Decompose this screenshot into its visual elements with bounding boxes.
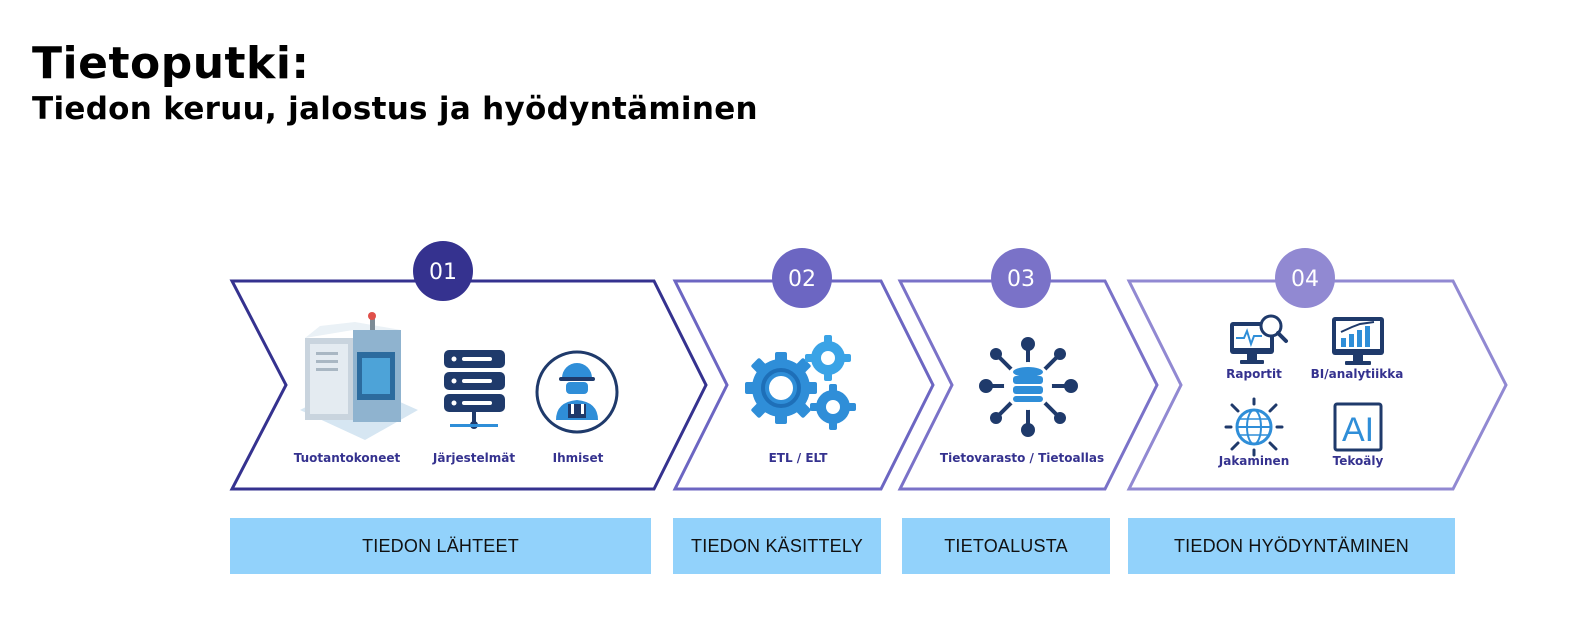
item-label-jakaminen: Jakaminen [1218, 454, 1289, 468]
database-network-icon [979, 337, 1078, 437]
item-label-etl: ETL / ELT [769, 451, 829, 465]
item-label-tekoaly: Tekoäly [1333, 454, 1384, 468]
item-label-tietovarasto: Tietovarasto / Tietoallas [940, 451, 1104, 465]
globe-share-icon [1224, 397, 1284, 457]
stage-4-label: TIEDON HYÖDYNTÄMINEN [1128, 518, 1455, 574]
ai-icon: AI [1333, 402, 1383, 452]
stage-4-chevron [1126, 279, 1508, 491]
svg-text:AI: AI [1342, 411, 1374, 449]
stage-1-label: TIEDON LÄHTEET [230, 518, 651, 574]
analytics-monitor-icon [1332, 317, 1384, 365]
page-title: Tietoputki: [32, 38, 310, 89]
item-label-ihmiset: Ihmiset [553, 451, 604, 465]
server-icon [444, 350, 505, 429]
stage-4-number: 04 [1291, 267, 1319, 292]
stage-2-number: 02 [788, 267, 816, 292]
item-label-raportit: Raportit [1226, 367, 1282, 381]
gears-icon [745, 335, 856, 430]
item-label-bi: BI/analytiikka [1311, 367, 1404, 381]
stage-1-number-badge: 01 [413, 241, 473, 301]
stage-3-label: TIETOALUSTA [902, 518, 1110, 574]
stage-3-number-badge: 03 [991, 248, 1051, 308]
stage-2-label: TIEDON KÄSITTELY [673, 518, 881, 574]
machine-icon [300, 312, 418, 440]
stage-2-number-badge: 02 [772, 248, 832, 308]
item-label-tuotantokoneet: Tuotantokoneet [294, 451, 401, 465]
stage-3-number: 03 [1007, 267, 1035, 292]
page-subtitle: Tiedon keruu, jalostus ja hyödyntäminen [32, 91, 758, 127]
report-monitor-icon [1230, 314, 1288, 364]
item-label-jarjestelmat: Järjestelmät [432, 451, 515, 465]
stage-1-number: 01 [429, 260, 457, 285]
worker-icon [535, 350, 619, 434]
stage-4-number-badge: 04 [1275, 248, 1335, 308]
